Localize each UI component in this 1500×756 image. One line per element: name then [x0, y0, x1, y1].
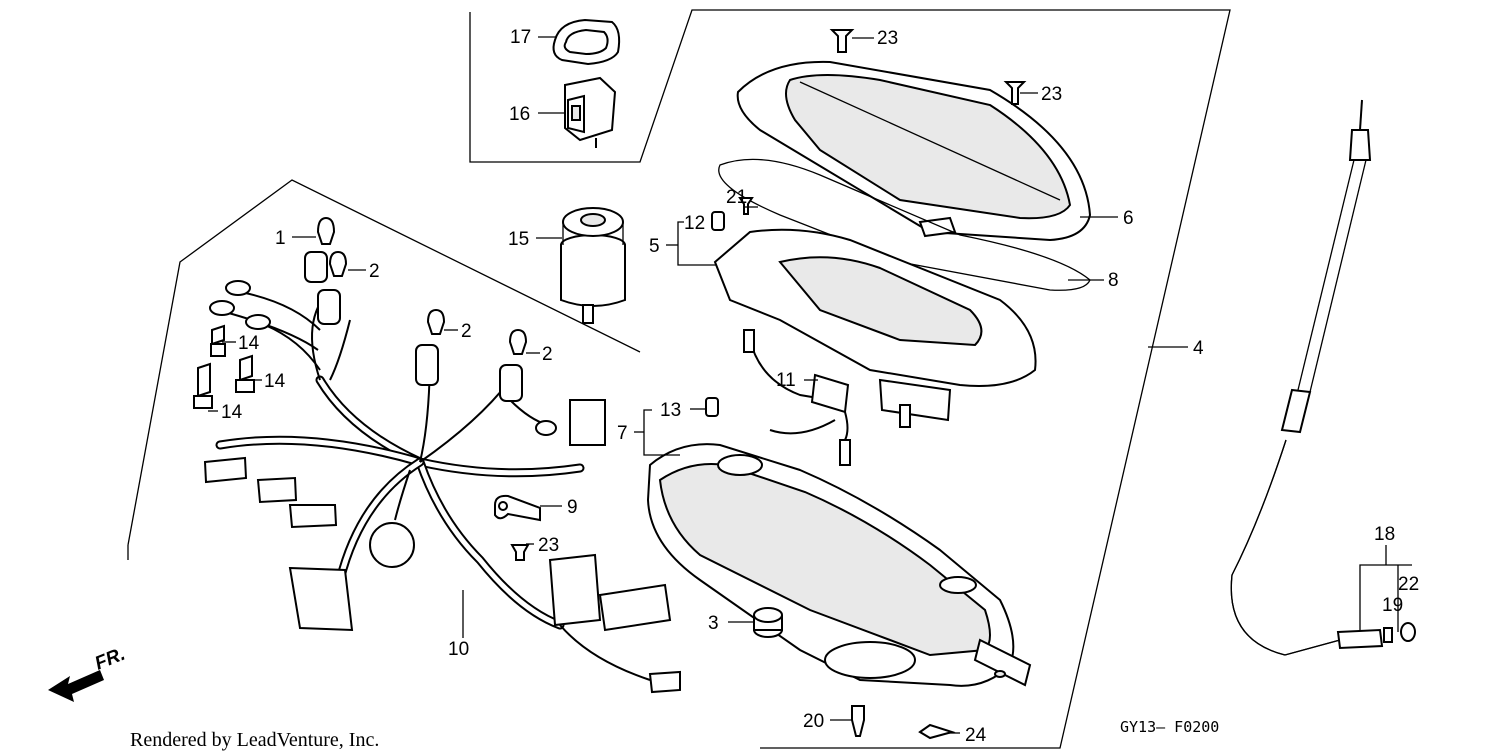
callout-17: 17 — [510, 27, 531, 48]
callout-23a: 23 — [877, 28, 898, 49]
assembly-boundaries — [127, 9, 1231, 749]
callout-6: 6 — [1123, 208, 1134, 229]
grommet-part — [552, 18, 621, 66]
callout-8: 8 — [1108, 270, 1119, 291]
wire-harness-part — [203, 251, 681, 694]
callout-19: 19 — [1382, 595, 1403, 616]
callout-13: 13 — [660, 400, 681, 421]
callout-22: 22 — [1398, 574, 1419, 595]
callout-14b: 14 — [264, 371, 286, 392]
callout-2b: 2 — [461, 321, 472, 342]
callout-24: 24 — [965, 725, 987, 746]
callout-10: 10 — [448, 639, 469, 660]
meter-plate-part — [713, 228, 1037, 428]
small-bulb-parts — [705, 197, 754, 417]
direction-label: FR. — [92, 644, 128, 675]
credit-text: Rendered by LeadVenture, Inc. — [130, 729, 379, 751]
bulb-parts — [316, 216, 528, 355]
socket-part — [560, 207, 626, 324]
callout-3: 3 — [708, 613, 719, 634]
meter-visor-part — [736, 60, 1092, 242]
clamp-part — [494, 494, 541, 522]
bolt-parts — [193, 324, 255, 409]
screws-parts — [510, 29, 1027, 740]
callout-14a: 14 — [238, 333, 260, 354]
meter-wiring-part — [743, 329, 851, 466]
callout-21: 21 — [726, 187, 747, 208]
speedometer-cable-part — [1230, 99, 1416, 656]
front-direction-arrow: FR. — [48, 644, 128, 702]
callout-4: 4 — [1193, 338, 1204, 359]
callout-1: 1 — [275, 228, 286, 249]
callout-2c: 2 — [542, 344, 553, 365]
callout-7: 7 — [617, 423, 628, 444]
callout-2a: 2 — [369, 261, 380, 282]
relay-part — [564, 76, 617, 148]
callout-labels: 17 16 15 1 2 2 2 14 14 14 9 23 10 23 23 … — [221, 27, 1419, 746]
callout-16: 16 — [509, 104, 530, 125]
leader-lines — [208, 36, 1412, 734]
cap-part — [753, 607, 783, 638]
diagram-code: GY13— F0200 — [1120, 718, 1219, 736]
callout-14c: 14 — [221, 402, 243, 423]
meter-case-part — [646, 443, 1032, 687]
callout-5: 5 — [649, 236, 660, 257]
callout-9: 9 — [567, 497, 578, 518]
callout-23c: 23 — [538, 535, 559, 556]
callout-23b: 23 — [1041, 84, 1062, 105]
callout-20: 20 — [803, 711, 824, 732]
callout-12: 12 — [684, 213, 705, 234]
callout-15: 15 — [508, 229, 529, 250]
gasket-part — [718, 158, 1091, 291]
callout-11: 11 — [776, 370, 796, 391]
callout-18: 18 — [1374, 524, 1395, 545]
